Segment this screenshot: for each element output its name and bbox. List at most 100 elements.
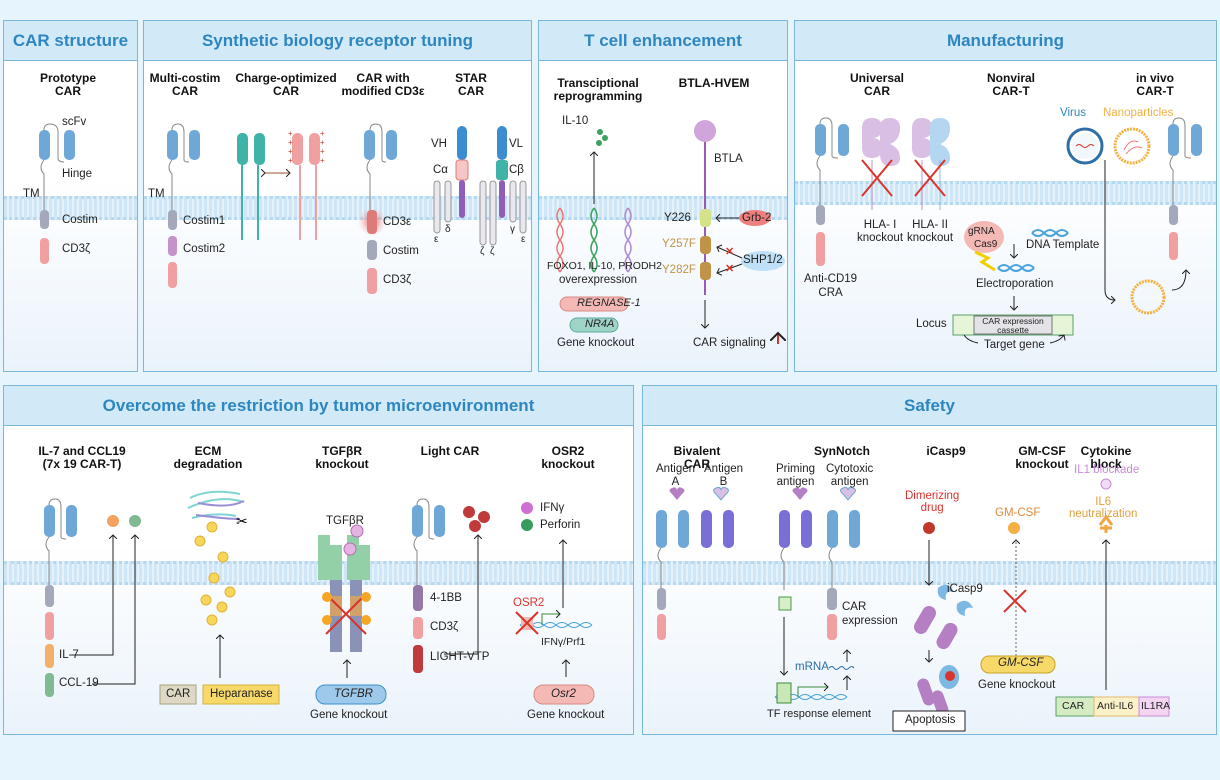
label-vl: VL [509,138,524,150]
cell-membrane [795,181,1216,205]
label-cd3z: CD3ζ [383,274,412,286]
panel-car-structure: CAR structure [3,20,138,372]
label-tgfbr: TGFβR [326,515,364,527]
label-costim2: Costim2 [183,243,226,255]
label-cd3e: CD3ε [383,216,412,228]
label-il1ra: IL1RA [1141,700,1171,712]
subtitle-multi-costim: Multi-costim CAR [149,71,221,98]
label-dimerizing-drug: Dimerizing drug [905,490,960,514]
costim-domain [40,210,49,229]
charge-optimized-car: ++++++++ [237,129,325,240]
apoptosis-box [892,710,966,732]
svg-text:+: + [288,129,293,138]
label-car-gene: CAR [166,688,191,700]
label-hinge: Hinge [62,168,93,180]
label-osr2-gene: Osr2 [551,688,576,700]
prototype-car-receptor [39,123,75,264]
panel-title: Overcome the restriction by tumor microe… [4,386,633,426]
label-chain: ε [521,234,526,245]
label-cd3z: CD3ζ [62,243,91,255]
label-perforin: Perforin [540,519,581,531]
subtitle-ecm: ECM degradation [173,444,243,471]
label-41bb: 4-1BB [430,592,462,604]
label-ifng-prf1: IFNγ/Prf1 [541,636,586,648]
panel-title: T cell enhancement [539,21,787,61]
subtitle-in-vivo: in vivo CAR-T [1135,71,1175,98]
subtitle-star-car: STAR CAR [455,71,487,98]
label-gene-knockout: Gene knockout [527,709,605,721]
svg-text:+: + [320,129,325,138]
btla-receptor: ✕ ✕ [694,120,785,344]
label-dna-template: DNA Template [1026,239,1100,251]
label-cd3z: CD3ζ [430,621,459,633]
label-il6-neutralization: IL6 neutralization [1069,496,1138,520]
label-costim: Costim [62,214,98,226]
car-gene-box [159,684,197,705]
label-anti-il6: Anti-IL6 [1097,700,1134,712]
label-il1-blockade: IL1 blockade [1074,464,1140,476]
label-grb2: Grb-2 [742,212,772,224]
label-btla: BTLA [714,153,743,165]
label-electroporation: Electroporation [976,278,1054,290]
label-chain: ε [434,234,439,245]
bivalent-car [656,486,734,640]
label-gene-knockout: Gene knockout [557,337,635,349]
label-gmcsf: GM-CSF [995,507,1041,519]
label-chain: γ [510,224,515,235]
svg-text:+: + [320,156,325,165]
label-regnase1: REGNASE-1 [577,297,641,309]
label-mrna: mRNA [795,661,829,673]
label-cytotoxic-antigen: Cytotoxic antigen [826,463,874,488]
label-hla2: HLA- II knockout [907,219,954,244]
label-y226: Y226 [664,212,691,224]
label-calpha: Cα [433,164,448,176]
in-vivo-delivery [1066,117,1202,315]
label-grna: gRNA [968,226,995,237]
panel-title: Safety [643,386,1216,426]
label-gmcsf-gene: GM-CSF [998,657,1044,669]
icasp9 [892,522,973,732]
label-car-expression: CAR expression [842,601,898,627]
label-heparanase: Heparanase [210,688,273,700]
label-tm: TM [23,188,40,200]
cytokine-block [1055,478,1170,717]
osr2-gene [533,684,595,705]
cd3z-domain [40,238,49,264]
label-nanoparticles: Nanoparticles [1103,107,1174,119]
label-chain: δ [445,224,451,235]
label-overexpression: overexpression [559,274,637,286]
cell-membrane [4,196,137,220]
subtitle-transcriptional: Transciptional reprogramming [553,76,643,103]
il10-secretion [594,129,608,204]
label-icasp9: iCasp9 [947,583,983,595]
label-tf-response: TF response element [767,708,871,720]
subtitle-btla-hvem: BTLA-HVEM [678,76,750,90]
subtitle-cytokine-block: Cytokine block [1080,444,1132,471]
panel-tcell-enhancement: T cell enhancement [538,20,788,372]
label-cra: Anti-CD19 CRA [804,273,858,299]
subtitle-universal-car: Universal CAR [849,71,905,98]
panel-title: Synthetic biology receptor tuning [144,21,531,61]
label-chain: ζ [480,246,485,257]
label-virus: Virus [1060,107,1086,119]
subtitle-charge-optimized: Charge-optimized CAR [235,71,337,98]
panel-title: Manufacturing [795,21,1216,61]
label-shp12: SHP1/2 [743,254,783,266]
panel-synthetic-biology: Synthetic biology receptor tuning [143,20,532,372]
subtitle-nonviral: Nonviral CAR-T [986,71,1036,98]
subtitle-modified-cd3e: CAR with modified CD3ε [341,71,425,98]
ecm-degradation: ✂ [159,490,280,705]
label-genes: FOXO1, IL-10, PRODH2 [547,260,662,272]
svg-text:✕: ✕ [725,246,734,258]
synnotch [774,486,860,704]
il1ra-gene-box [1138,696,1170,717]
multi-costim-car [167,123,200,288]
osr2-knockout [515,502,595,705]
label-ifng: IFNγ [540,502,565,514]
label-target-gene: Target gene [984,339,1045,351]
svg-text:+: + [288,138,293,147]
label-cas9: Cas9 [974,239,998,250]
nr4a-gene [569,317,619,333]
universal-car [815,117,950,266]
label-gene-knockout: Gene knockout [310,709,388,721]
